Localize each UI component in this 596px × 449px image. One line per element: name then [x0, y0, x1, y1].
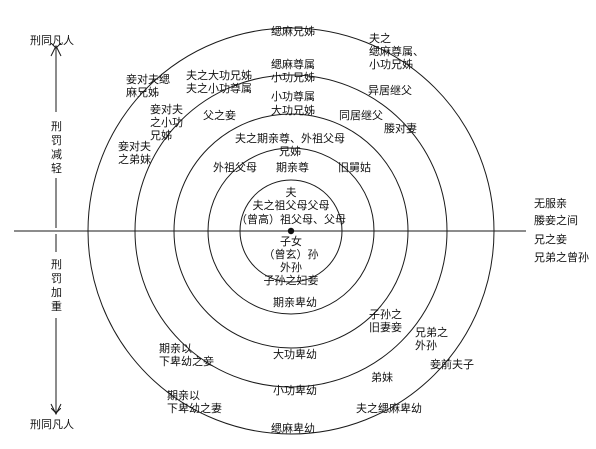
svg-text:刑: 刑	[51, 120, 62, 133]
svg-text:之小功: 之小功	[150, 115, 183, 129]
svg-text:夫: 夫	[286, 186, 297, 199]
svg-text:缌麻尊属、: 缌麻尊属、	[369, 44, 424, 58]
svg-text:媵妾之间: 媵妾之间	[534, 213, 578, 227]
label-lower-ring4-right: 弟妹	[371, 371, 393, 384]
label-upper-ring4-top: 缌麻尊属 小功兄姊	[271, 57, 315, 84]
label-upper-ring2-right: 旧舅姑	[338, 161, 371, 174]
label-upper-ring5-right: 夫之 缌麻尊属、 小功兄姊	[369, 31, 424, 71]
svg-text:夫之大功兄姊: 夫之大功兄姊	[186, 68, 252, 82]
svg-text:缌麻尊属: 缌麻尊属	[271, 57, 315, 71]
svg-text:期亲以: 期亲以	[167, 388, 200, 402]
label-lower-ring3: 大功卑幼	[273, 347, 317, 361]
label-lower-ring4-right2: 妾前夫子	[430, 357, 474, 371]
svg-text:下卑幼之妻: 下卑幼之妻	[167, 401, 222, 415]
label-upper-ring4-left2: 妾对夫 之小功 兄姊	[150, 102, 183, 142]
svg-text:妾对夫: 妾对夫	[150, 102, 183, 116]
svg-text:外孙: 外孙	[415, 339, 437, 352]
svg-text:夫之: 夫之	[369, 31, 391, 45]
svg-text:子孙之妇妾: 子孙之妇妾	[264, 273, 319, 287]
svg-text:兄弟之曾孙: 兄弟之曾孙	[534, 250, 589, 264]
svg-text:之弟妹: 之弟妹	[118, 152, 151, 166]
label-upper-ring4-left3: 妾对夫 之弟妹	[118, 139, 151, 166]
label-lower-ring3-left: 期亲以 下卑幼之妾	[159, 341, 214, 368]
svg-text:麻兄姊: 麻兄姊	[126, 85, 159, 99]
svg-text:夫之期亲尊、外祖父母: 夫之期亲尊、外祖父母	[235, 131, 345, 145]
svg-text:罚: 罚	[51, 272, 62, 285]
svg-text:旧妻妾: 旧妻妾	[369, 320, 402, 334]
svg-text:子女: 子女	[280, 234, 302, 248]
label-upper-ring1: 夫 夫之祖父母父母 （曾高）祖父母、父母	[236, 186, 346, 226]
lower-mid-label: 刑 罚 加 重	[51, 258, 62, 313]
bottom-label: 刑同凡人	[30, 418, 74, 431]
label-lower-ring2-right: 子孙之 旧妻妾	[369, 307, 402, 334]
svg-text:减: 减	[51, 148, 62, 161]
svg-text:妾对夫: 妾对夫	[118, 139, 151, 153]
svg-text:夫之祖父母父母: 夫之祖父母父母	[253, 198, 330, 212]
label-lower-ring4-right3: 夫之缌麻卑幼	[356, 401, 422, 415]
label-upper-ring4-left: 夫之大功兄姊 夫之小功尊属	[186, 68, 252, 95]
svg-text:小功尊属: 小功尊属	[271, 89, 315, 103]
svg-text:外孙: 外孙	[280, 261, 302, 274]
svg-text:妾对夫缌: 妾对夫缌	[126, 72, 170, 86]
svg-text:加: 加	[51, 286, 62, 299]
svg-text:重: 重	[51, 299, 62, 313]
svg-text:兄弟之: 兄弟之	[415, 325, 448, 339]
label-upper-ring3-right: 同居继父	[339, 109, 383, 122]
svg-text:小功兄姊: 小功兄姊	[271, 70, 315, 84]
svg-text:刑: 刑	[51, 258, 62, 271]
label-lower-ring5: 缌麻卑幼	[271, 421, 315, 435]
label-upper-ring2-left: 外祖父母	[213, 160, 257, 174]
label-upper-ring3-left: 父之妾	[203, 108, 236, 122]
svg-text:兄姊: 兄姊	[150, 128, 172, 142]
label-upper-ring4-right2: 媵对妻	[384, 121, 417, 135]
label-upper-ring2-mid: 期亲尊	[276, 160, 309, 174]
svg-text:轻: 轻	[51, 161, 62, 175]
svg-text:无服亲: 无服亲	[534, 196, 567, 210]
up-arrow-head	[50, 44, 62, 57]
down-arrow-head	[50, 403, 62, 416]
label-lower-ring4-left: 期亲以 下卑幼之妻	[167, 388, 222, 415]
label-upper-ring5: 缌麻兄姊	[271, 24, 315, 38]
label-upper-ring2-top: 夫之期亲尊、外祖父母 兄姊	[235, 131, 345, 158]
svg-text:（曾高）祖父母、父母: （曾高）祖父母、父母	[236, 212, 346, 226]
right-legend: 无服亲 媵妾之间 兄之妾 兄弟之曾孙	[534, 196, 589, 264]
top-label: 刑同凡人	[30, 34, 74, 47]
label-lower-ring4: 小功卑幼	[273, 383, 317, 397]
label-upper-ring4-right: 异居继父	[368, 84, 412, 97]
label-lower-ring2: 期亲卑幼	[273, 295, 317, 309]
label-lower-ring1: 子女 （曾玄）孙 外孙 子孙之妇妾	[264, 234, 319, 287]
upper-mid-label: 刑 罚 减 轻	[51, 120, 62, 175]
svg-text:兄姊: 兄姊	[279, 144, 301, 158]
svg-text:夫之小功尊属: 夫之小功尊属	[186, 81, 252, 95]
label-upper-ring3-top: 小功尊属 大功兄姊	[271, 89, 315, 117]
svg-text:（曾玄）孙: （曾玄）孙	[264, 247, 319, 261]
svg-text:下卑幼之妾: 下卑幼之妾	[159, 354, 214, 368]
svg-text:小功兄姊: 小功兄姊	[369, 57, 413, 71]
svg-text:期亲以: 期亲以	[159, 341, 192, 355]
svg-text:罚: 罚	[51, 134, 62, 147]
svg-text:子孙之: 子孙之	[369, 307, 402, 321]
svg-text:兄之妾: 兄之妾	[534, 232, 567, 246]
label-lower-ring3-right: 兄弟之 外孙	[415, 325, 448, 352]
center-dot	[287, 227, 295, 235]
label-upper-ring5-left: 妾对夫缌 麻兄姊	[126, 72, 170, 99]
svg-text:大功兄姊: 大功兄姊	[271, 103, 315, 117]
